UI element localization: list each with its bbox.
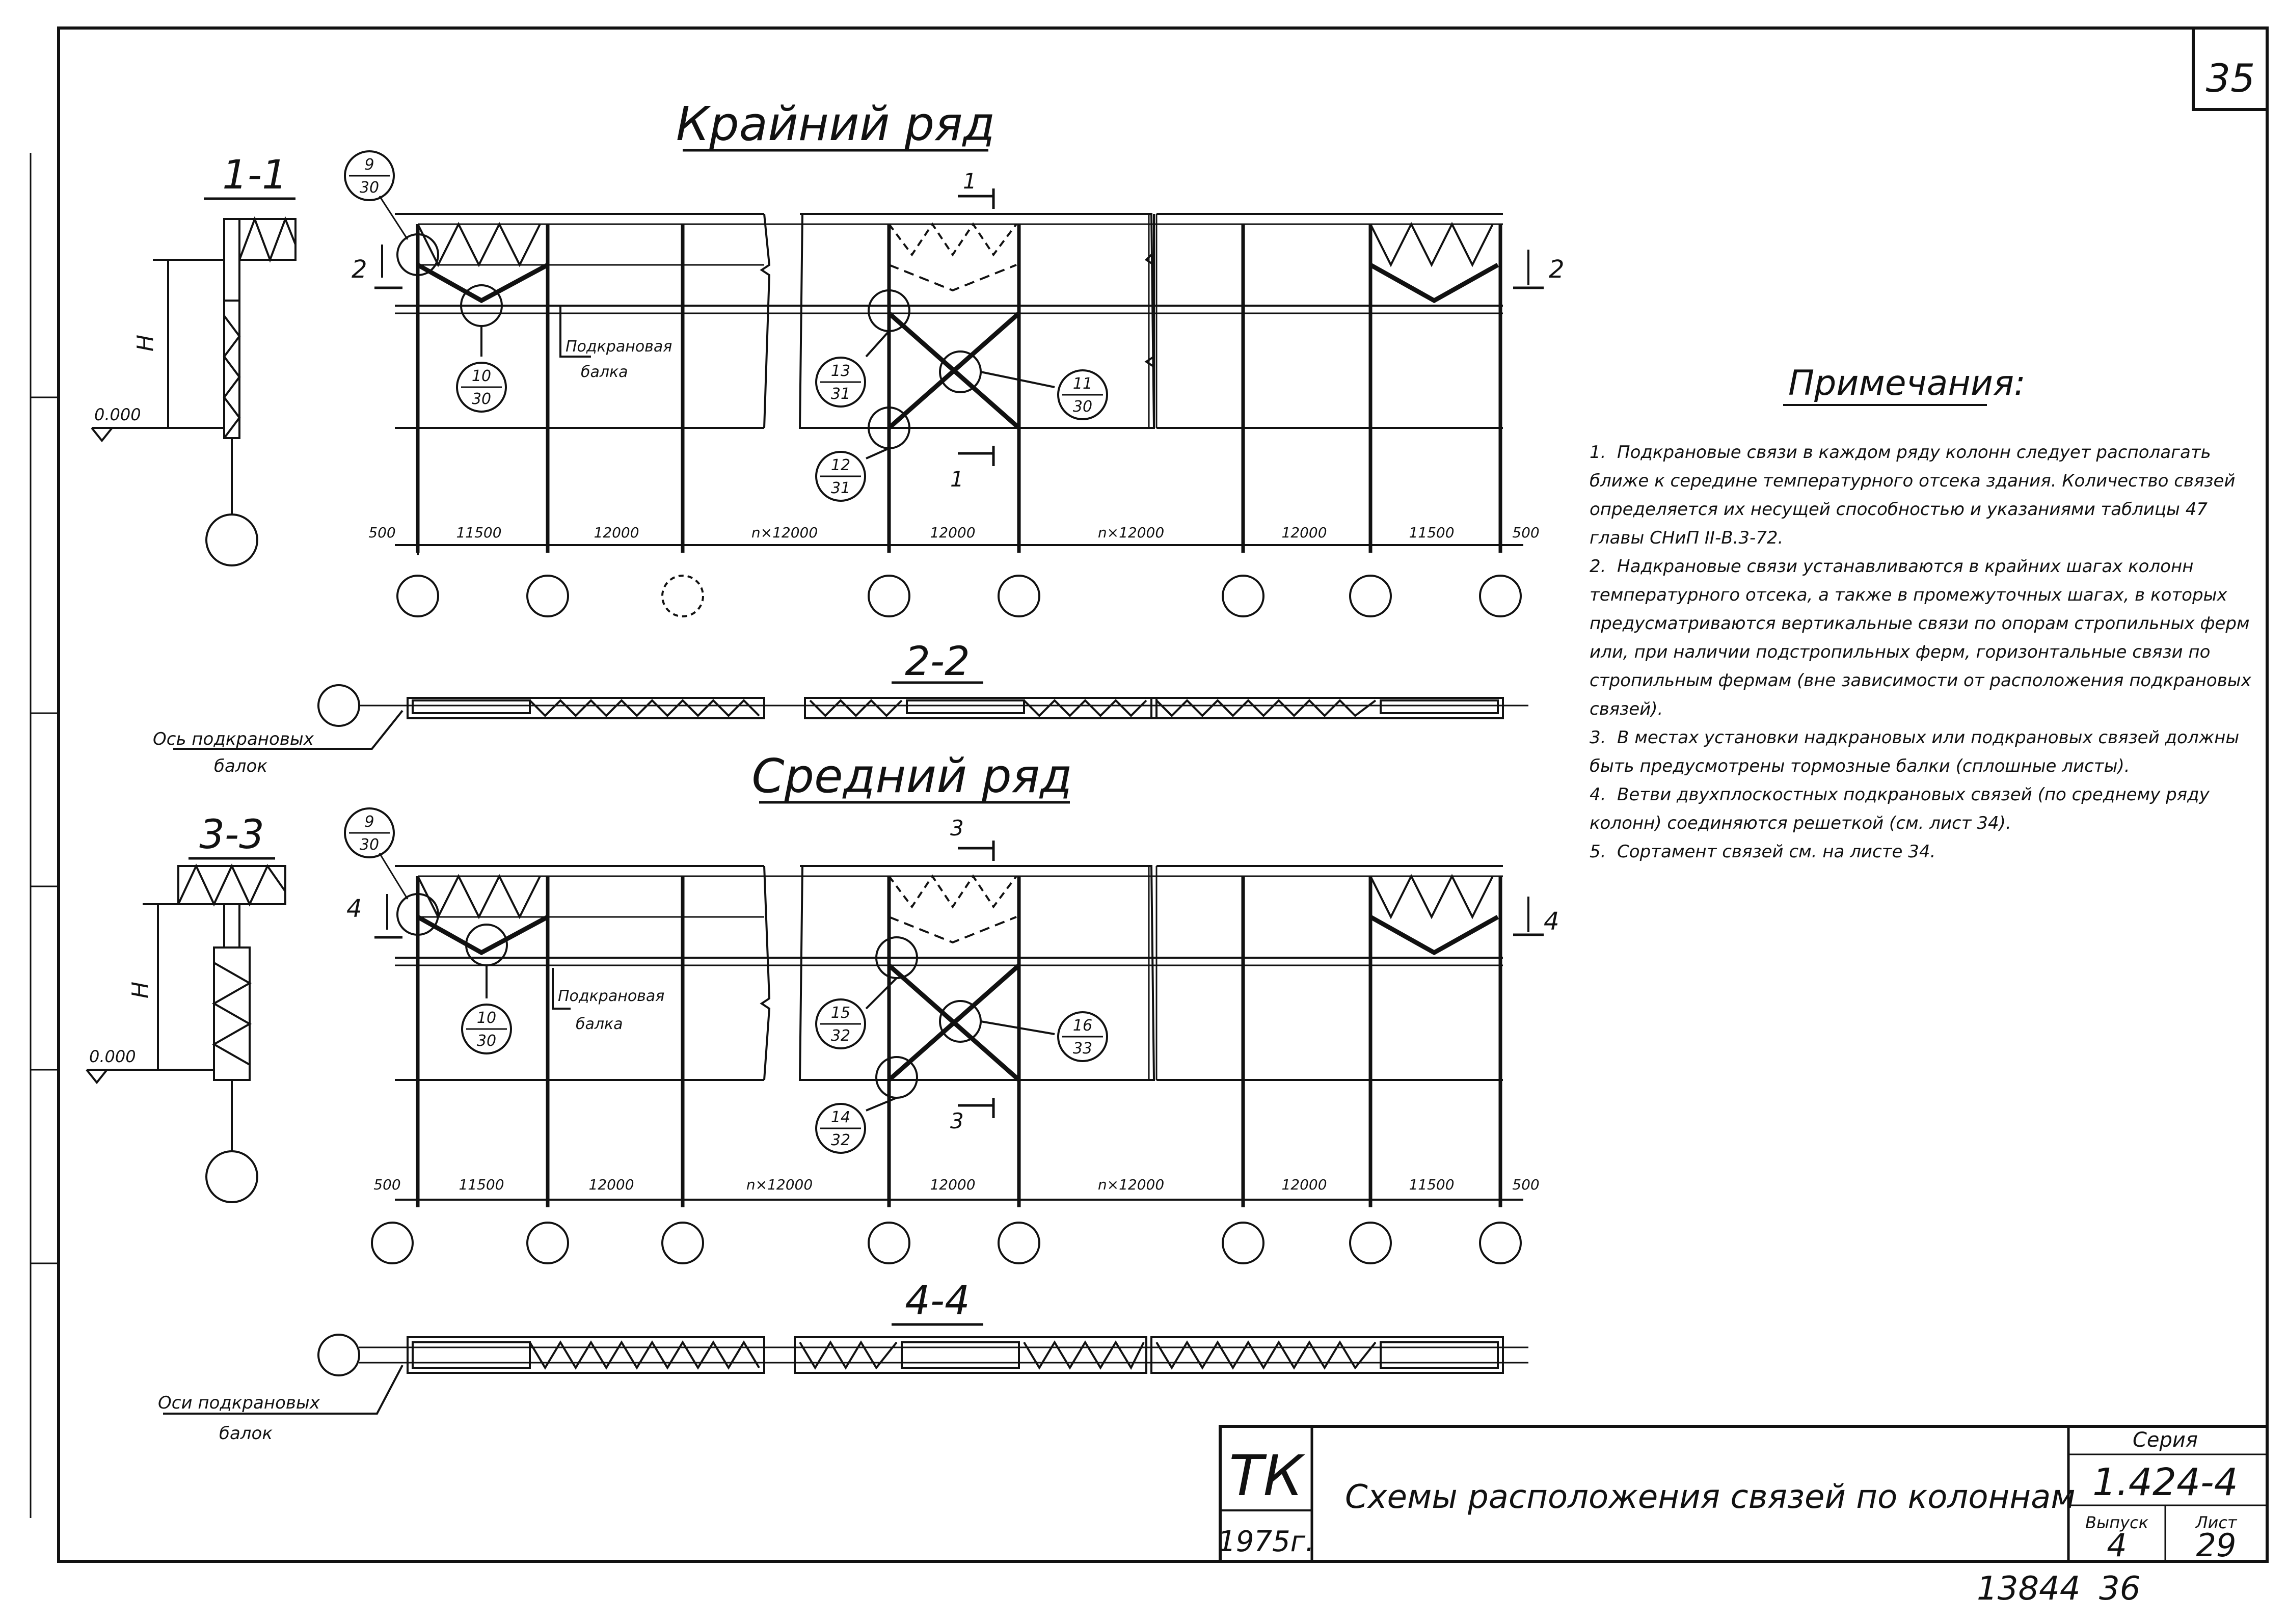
- cut-3-top: 3: [950, 816, 964, 841]
- bottom-number: 36: [2099, 1570, 2140, 1608]
- outer-dim-3: n×12000: [751, 524, 818, 541]
- middle-dim-5: n×12000: [1098, 1176, 1164, 1193]
- cut-3-bottom: 3: [950, 1108, 964, 1133]
- title-block: [1219, 1425, 2269, 1563]
- title-block-title: Схемы расположения связей по колоннам: [1345, 1478, 2076, 1516]
- callout-9-30-bottom: 30: [360, 179, 379, 197]
- title-block-series-label: Серия: [2133, 1428, 2198, 1452]
- outer-dim-6: 12000: [1281, 524, 1327, 541]
- page-number: 35: [2206, 56, 2255, 101]
- cut-2-right: 2: [1549, 255, 1565, 284]
- section-1-1-level: 0.000: [94, 405, 141, 424]
- middle-dim-8: 500: [1512, 1176, 1539, 1193]
- middle-dim-6: 12000: [1281, 1176, 1327, 1193]
- title-block-sheet: 29: [2196, 1527, 2237, 1564]
- callout-9-30-m-bottom: 30: [360, 836, 379, 854]
- callout-11-30-top: 11: [1073, 375, 1092, 393]
- cut-4-right: 4: [1544, 907, 1559, 936]
- title-block-org: ТК: [1229, 1443, 1305, 1508]
- axes-beams-label-2: балок: [219, 1423, 273, 1444]
- middle-dim-1: 11500: [459, 1176, 504, 1193]
- outer-dim-8: 500: [1512, 524, 1539, 541]
- note-5: 5. Сортамент связей см. на листе 34.: [1590, 842, 1936, 862]
- outer-dim-1: 11500: [456, 524, 501, 541]
- callout-15-32-top: 15: [831, 1004, 850, 1022]
- section-3-3-level: 0.000: [89, 1047, 136, 1066]
- section-3-3-label: 3-3: [199, 812, 264, 858]
- callout-12-31-bottom: 31: [831, 479, 850, 497]
- axis-beams-label-2: балок: [214, 756, 267, 776]
- crane-beam-label-1a: Подкрановая: [566, 338, 672, 356]
- section-3-3: 3-3 H 0.000: [86, 812, 286, 1203]
- callout-9-30-m-top: 9: [364, 813, 374, 831]
- section-2-2: 2-2 Ось подкрановых балок: [153, 639, 1528, 776]
- callout-16-33-bottom: 33: [1073, 1040, 1092, 1058]
- section-1-1-height: H: [132, 335, 158, 351]
- callout-14-32-bottom: 32: [831, 1131, 850, 1149]
- middle-dim-0: 500: [373, 1176, 400, 1193]
- inventory-number: 13844: [1977, 1570, 2081, 1608]
- outer-dim-4: 12000: [930, 524, 975, 541]
- cut-4-left: 4: [346, 895, 362, 923]
- section-1-1: 1-1 H 0.000: [91, 152, 297, 566]
- callout-15-32-bottom: 32: [831, 1027, 850, 1045]
- outer-dim-7: 11500: [1409, 524, 1454, 541]
- middle-dim-3: n×12000: [746, 1176, 813, 1193]
- cut-2-left: 2: [352, 255, 367, 284]
- callout-10-30-bottom: 30: [472, 390, 491, 408]
- title-middle-row: Средний ряд: [751, 749, 1072, 803]
- middle-row-elevation: [371, 841, 1544, 1264]
- note-3: 3. В местах установки надкрановых или по…: [1590, 727, 2245, 776]
- callout-16-33-top: 16: [1073, 1017, 1092, 1035]
- page-number-box: [2192, 26, 2269, 111]
- title-block-issue-label: Выпуск: [2085, 1513, 2149, 1532]
- crane-beam-label-2a: Подкрановая: [558, 987, 664, 1005]
- cut-1-top: 1: [963, 169, 977, 194]
- middle-dim-7: 11500: [1409, 1176, 1454, 1193]
- outer-dim-2: 12000: [594, 524, 639, 541]
- notes-title: Примечания:: [1788, 363, 2026, 403]
- title-block-year: 1975г.: [1218, 1525, 1314, 1558]
- axes-beams-label-1: Оси подкрановых: [158, 1393, 320, 1413]
- outer-dim-0: 500: [368, 524, 395, 541]
- callout-10-30-top: 10: [472, 367, 491, 385]
- notes-block: 1. Подкрановые связи в каждом ряду колон…: [1590, 438, 2262, 866]
- crane-beam-label-2b: балка: [576, 1015, 623, 1033]
- sheet-frame: [57, 26, 2269, 1563]
- title-block-series: 1.424-4: [2092, 1460, 2238, 1504]
- note-2: 2. Надкрановые связи устанавливаются в к…: [1590, 556, 2257, 719]
- callout-13-31-top: 13: [831, 362, 850, 380]
- section-4-4-label: 4-4: [905, 1278, 970, 1324]
- middle-dim-4: 12000: [930, 1176, 975, 1193]
- title-outer-row: Крайний ряд: [676, 97, 995, 151]
- crane-beam-label-1b: балка: [581, 363, 628, 381]
- middle-dim-2: 12000: [588, 1176, 634, 1193]
- outer-dim-5: n×12000: [1098, 524, 1164, 541]
- section-4-4: 4-4 Оси подкрановых балок: [158, 1278, 1528, 1444]
- title-block-issue: 4: [2107, 1527, 2127, 1564]
- section-3-3-height: H: [127, 982, 153, 998]
- callout-11-30-bottom: 30: [1073, 398, 1092, 416]
- callout-14-32-top: 14: [831, 1108, 850, 1126]
- title-block-sheet-label: Лист: [2195, 1513, 2237, 1532]
- callout-10-30-m-top: 10: [477, 1009, 496, 1027]
- callout-12-31-top: 12: [831, 456, 850, 474]
- outer-row-elevation: [374, 188, 1544, 617]
- cut-1-bottom: 1: [950, 467, 964, 492]
- axis-beams-label-1: Ось подкрановых: [153, 729, 314, 749]
- note-1: 1. Подкрановые связи в каждом ряду колон…: [1590, 442, 2241, 548]
- callout-9-30-top: 9: [364, 156, 374, 174]
- section-2-2-label: 2-2: [905, 639, 970, 685]
- callout-13-31-bottom: 31: [831, 385, 850, 403]
- note-4: 4. Ветви двухплоскостных подкрановых свя…: [1590, 784, 2215, 833]
- callout-10-30-m-bottom: 30: [477, 1032, 496, 1050]
- section-1-1-label: 1-1: [222, 152, 287, 198]
